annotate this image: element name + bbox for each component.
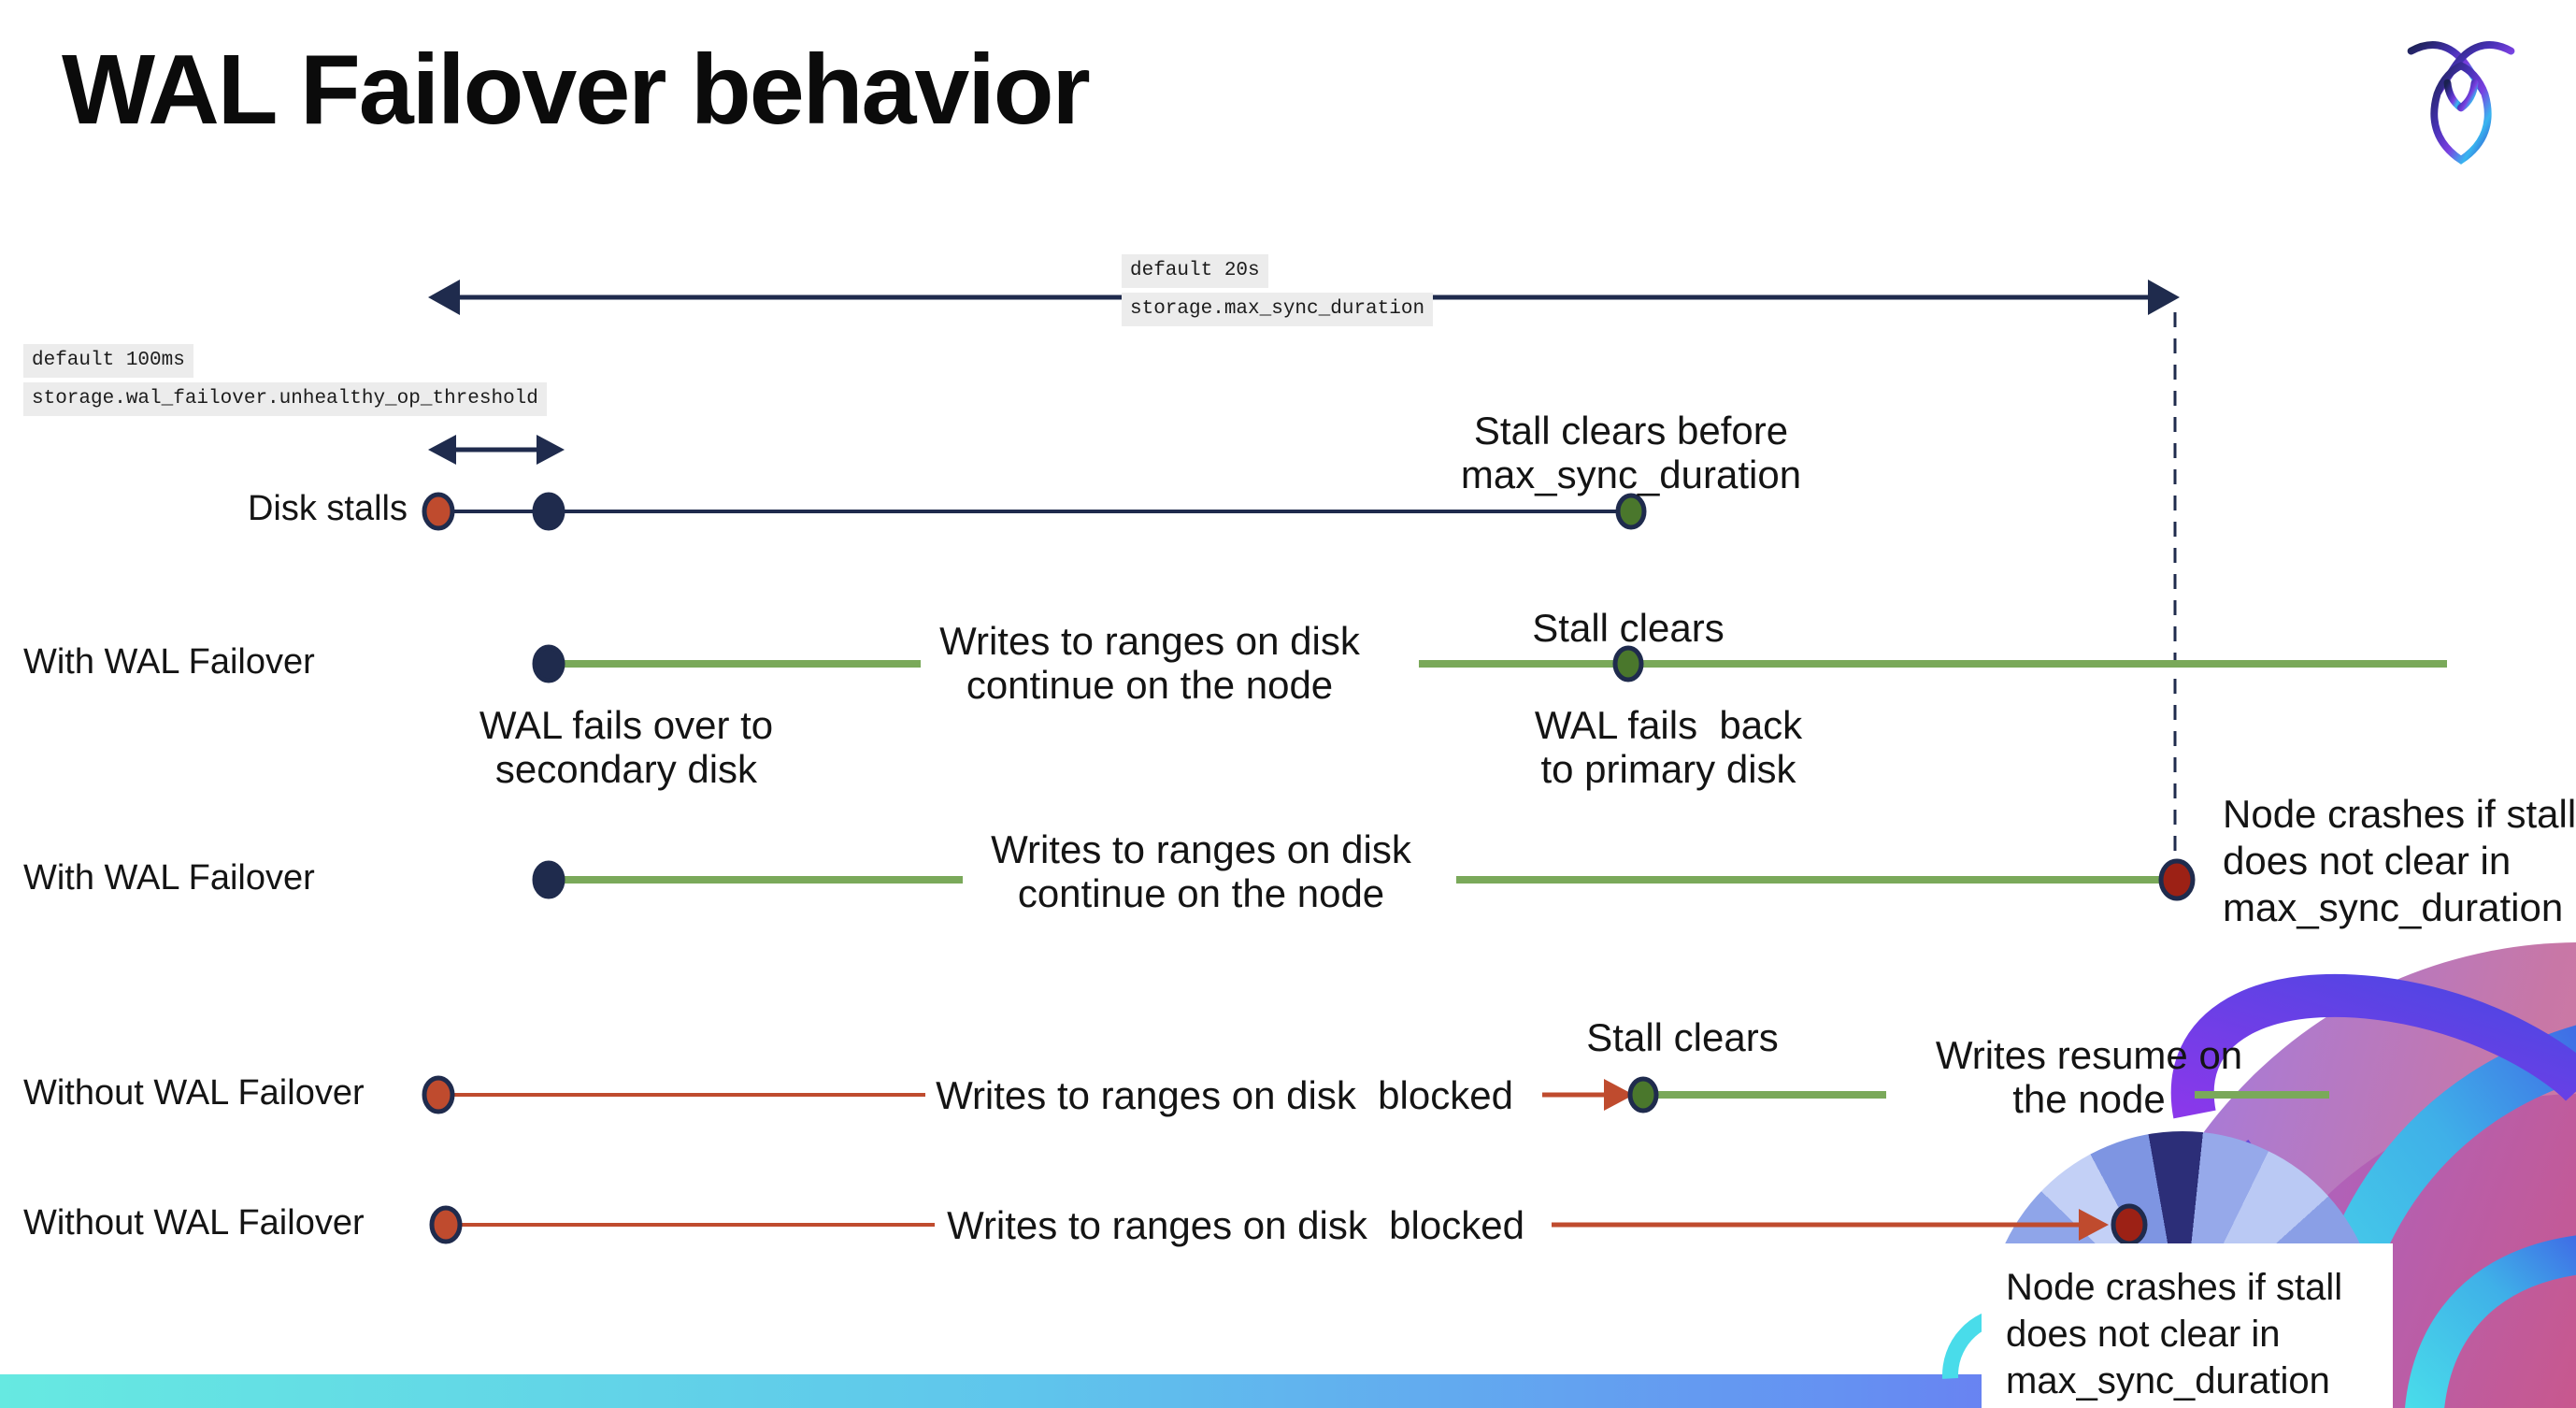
stall-clears-dot bbox=[1612, 645, 1644, 682]
node-crash-dot bbox=[2158, 858, 2196, 901]
stall-start-dot bbox=[422, 492, 455, 531]
node-crash-dot bbox=[2111, 1203, 2148, 1246]
stall-start-dot bbox=[429, 1205, 463, 1244]
wal-fails-back-label: WAL fails back to primary disk bbox=[1534, 703, 1803, 791]
writes-continue-label: Writes to ranges on disk continue on the… bbox=[939, 619, 1360, 707]
stall-clears-before-label: Stall clears before max_sync_duration bbox=[1460, 409, 1802, 496]
row-with-failover-2 bbox=[532, 858, 2196, 901]
stall-clears-label: Stall clears bbox=[1532, 606, 1724, 650]
cockroachdb-logo-icon bbox=[2407, 41, 2515, 165]
row-disk-stalls bbox=[422, 492, 1647, 531]
row-label-disk-stalls: Disk stalls bbox=[247, 489, 408, 528]
crash-callout-box: Node crashes if stall does not clear in … bbox=[1982, 1243, 2393, 1408]
stall-clears-label: Stall clears bbox=[1586, 1015, 1779, 1059]
stall-clears-dot bbox=[1615, 493, 1647, 530]
row-without-failover-1 bbox=[422, 1075, 2329, 1114]
cyan-arc-small bbox=[2405, 1235, 2576, 1408]
max-sync-setting-label: default 20s storage.max_sync_duration bbox=[1122, 254, 1434, 326]
writes-continue-label: Writes to ranges on disk continue on the… bbox=[991, 827, 1411, 915]
row-label-with-failover-1: With WAL Failover bbox=[23, 642, 315, 682]
unhealthy-op-setting-name: storage.wal_failover.unhealthy_op_thresh… bbox=[23, 382, 547, 416]
stall-clears-dot bbox=[1627, 1076, 1659, 1113]
row-without-failover-2 bbox=[429, 1203, 2148, 1246]
writes-resume-label: Writes resume on the node bbox=[1935, 1033, 2243, 1121]
unhealthy-op-default-value: default 100ms bbox=[23, 344, 193, 378]
row-label-without-failover-1: Without WAL Failover bbox=[23, 1073, 365, 1113]
row-with-failover-1 bbox=[532, 644, 2447, 683]
unhealthy-op-setting-label: default 100ms storage.wal_failover.unhea… bbox=[23, 344, 547, 416]
writes-blocked-label: Writes to ranges on disk blocked bbox=[947, 1203, 1524, 1247]
node-crash-label: Node crashes if stall does not clear in … bbox=[2223, 792, 2576, 929]
row-label-without-failover-2: Without WAL Failover bbox=[23, 1203, 365, 1243]
page-title: WAL Failover behavior bbox=[62, 35, 1091, 145]
failover-dot bbox=[532, 860, 565, 899]
threshold-dot bbox=[532, 492, 565, 531]
max-sync-default-value: default 20s bbox=[1122, 254, 1268, 288]
max-sync-setting-name: storage.max_sync_duration bbox=[1122, 293, 1434, 326]
writes-blocked-label: Writes to ranges on disk blocked bbox=[936, 1073, 1513, 1117]
wal-fails-over-label: WAL fails over to secondary disk bbox=[479, 703, 774, 791]
purple-swoosh bbox=[2170, 973, 2576, 1119]
failover-dot bbox=[532, 644, 565, 683]
stall-start-dot bbox=[422, 1075, 455, 1114]
node-crash-label: Node crashes if stall does not clear in … bbox=[2006, 1267, 2343, 1401]
row-label-with-failover-2: With WAL Failover bbox=[23, 858, 315, 898]
unhealthy-op-threshold-arrow bbox=[428, 435, 565, 465]
